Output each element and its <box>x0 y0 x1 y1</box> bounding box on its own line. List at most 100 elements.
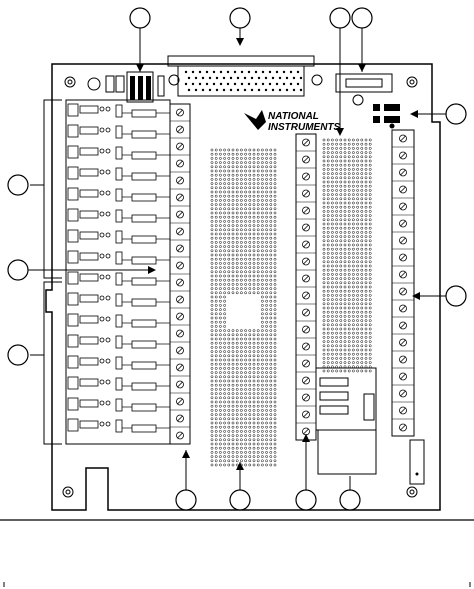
relay-component <box>115 272 123 286</box>
breadboard-hole <box>214 274 218 278</box>
breadboard-hole <box>248 157 252 160</box>
breadboard-hole <box>352 155 355 159</box>
breadboard-hole <box>322 168 326 171</box>
breadboard-hole <box>261 337 264 341</box>
breadboard-hole <box>343 147 347 150</box>
breadboard-hole <box>214 392 218 395</box>
breadboard-hole <box>256 379 260 383</box>
terminal-screw <box>302 257 310 266</box>
terminal-screw-slot <box>400 203 406 210</box>
breadboard-hole <box>240 442 243 446</box>
breadboard-hole <box>352 247 355 251</box>
breadboard-hole <box>252 165 256 169</box>
breadboard-hole <box>244 241 247 244</box>
breadboard-hole <box>352 235 355 238</box>
breadboard-hole <box>248 241 252 244</box>
breadboard-hole <box>244 232 247 236</box>
breadboard-hole <box>347 323 351 327</box>
breadboard-hole <box>210 362 214 366</box>
breadboard-hole <box>322 243 326 247</box>
breadboard-hole <box>223 346 226 349</box>
relay-resistor <box>131 298 157 307</box>
breadboard-hole <box>261 388 264 391</box>
breadboard-hole <box>240 274 243 278</box>
connector-pin <box>271 88 275 92</box>
breadboard-hole <box>219 169 222 173</box>
breadboard-hole <box>265 396 268 400</box>
breadboard-hole <box>360 201 364 205</box>
relay-pad <box>99 379 105 385</box>
breadboard-hole <box>210 228 214 232</box>
relay-resistor <box>79 189 99 198</box>
breadboard-hole <box>219 320 222 324</box>
breadboard-hole <box>214 190 218 194</box>
breadboard-hole <box>256 228 260 232</box>
breadboard-hole <box>356 138 359 142</box>
breadboard-hole <box>219 278 222 282</box>
breadboard-hole <box>261 451 264 454</box>
breadboard-hole <box>347 256 351 259</box>
connector-pin <box>278 76 282 80</box>
breadboard-hole <box>352 151 355 154</box>
terminal-screw <box>399 185 407 194</box>
breadboard-hole <box>210 413 214 416</box>
breadboard-hole <box>360 310 364 314</box>
terminal-screw-slot <box>400 254 406 261</box>
breadboard-hole <box>210 270 214 274</box>
connector-pin <box>289 70 293 74</box>
breadboard-hole <box>347 294 351 297</box>
breadboard-hole <box>248 396 252 400</box>
breadboard-hole <box>331 205 334 209</box>
terminal-screw-slot <box>177 381 183 388</box>
breadboard-hole <box>343 256 347 259</box>
breadboard-hole <box>347 260 351 264</box>
breadboard-hole <box>364 319 368 322</box>
breadboard-hole <box>261 383 264 387</box>
breadboard-hole <box>235 341 239 345</box>
relay-pad <box>99 400 105 406</box>
breadboard-hole <box>269 375 273 379</box>
relay-resistor <box>131 235 157 244</box>
breadboard-hole <box>368 214 372 217</box>
breadboard-hole <box>343 247 347 251</box>
terminal-screw-slot <box>303 377 309 384</box>
breadboard-hole <box>235 241 239 244</box>
breadboard-hole <box>219 316 222 320</box>
breadboard-hole <box>227 459 231 463</box>
breadboard-hole <box>356 281 359 285</box>
breadboard-hole <box>252 438 256 442</box>
breadboard-hole <box>214 232 218 236</box>
breadboard-hole <box>322 306 326 310</box>
breadboard-hole <box>360 336 364 339</box>
breadboard-hole <box>368 142 372 146</box>
breadboard-hole <box>231 388 235 391</box>
breadboard-hole <box>231 350 235 353</box>
breadboard-hole <box>231 161 235 164</box>
connector-pin <box>187 88 191 92</box>
breadboard-hole <box>335 369 338 373</box>
breadboard-hole <box>343 285 347 289</box>
breadboard-hole <box>227 224 231 227</box>
breadboard-hole <box>223 169 226 173</box>
breadboard-hole <box>256 182 260 185</box>
relay-resistor <box>79 399 99 408</box>
breadboard-hole <box>248 266 252 269</box>
terminal-screw <box>399 219 407 228</box>
breadboard-hole <box>244 249 247 253</box>
breadboard-hole <box>265 173 268 177</box>
breadboard-hole <box>261 157 264 160</box>
breadboard-hole <box>261 333 264 337</box>
breadboard-hole <box>335 302 338 306</box>
connector-pin <box>208 88 212 92</box>
breadboard-hole <box>248 341 252 345</box>
breadboard-hole <box>227 367 231 370</box>
breadboard-hole <box>210 383 214 387</box>
relay-component <box>115 167 123 181</box>
breadboard-hole <box>273 459 277 463</box>
breadboard-hole <box>240 215 243 219</box>
breadboard-hole <box>261 232 264 236</box>
breadboard-hole <box>269 371 273 374</box>
callout-circle-5 <box>445 103 467 125</box>
callout-circle-12 <box>295 489 317 511</box>
